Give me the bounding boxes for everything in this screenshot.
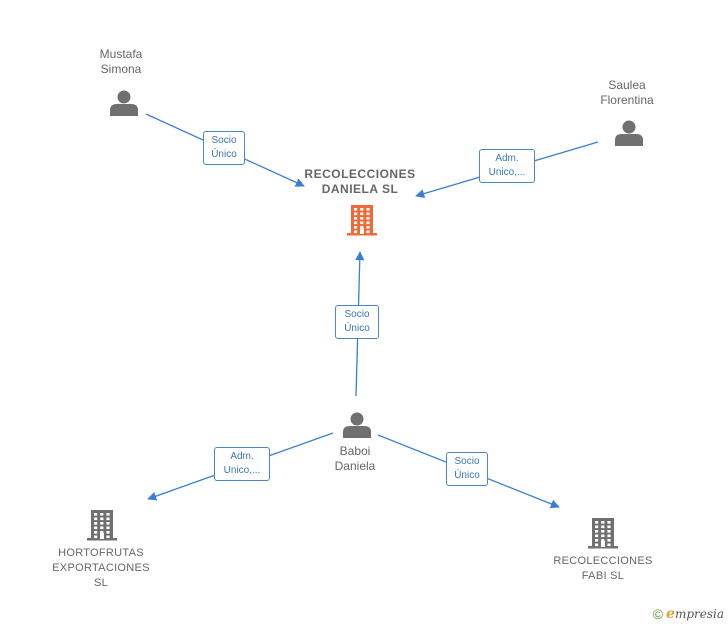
node-label-line: HORTOFRUTAS xyxy=(58,546,144,559)
edge-label-line: Socio xyxy=(211,135,237,146)
node-label-line: EXPORTACIONES xyxy=(52,561,150,574)
hortofrutas-building-icon[interactable] xyxy=(87,510,117,541)
edge-label-line: Único xyxy=(211,149,237,160)
node-label-line: FABI SL xyxy=(581,570,625,582)
edge-label-line: Adm. xyxy=(495,153,519,164)
node-label-line: DANIELA SL xyxy=(321,182,399,196)
node-label-line: SL xyxy=(93,576,109,589)
node-label-line: Daniela xyxy=(334,459,376,473)
node-label-line: Baboi xyxy=(339,444,371,458)
edge-label-line: Unico,... xyxy=(488,167,526,178)
edge-label-baboi-to-hortofrutas[interactable]: Adm. Unico,... xyxy=(214,447,270,481)
baboi-person-icon[interactable] xyxy=(343,412,371,439)
edge-label-line: Socio xyxy=(344,309,370,320)
edge-label-line: Socio xyxy=(454,456,480,467)
node-label-line: RECOLECCIONES xyxy=(304,167,416,181)
edge-label-line: Unico,... xyxy=(223,465,261,476)
saulea-person-icon[interactable] xyxy=(615,120,643,147)
edge-label-saulea-to-main[interactable]: Adm. Unico,... xyxy=(479,149,535,183)
edge-label-line: Adm. xyxy=(230,451,254,462)
node-label-fabi[interactable]: RECOLECCIONES FABI SL xyxy=(543,554,663,584)
node-label-line: Saulea xyxy=(608,78,646,92)
mustafa-person-icon[interactable] xyxy=(110,90,138,117)
edge-label-line: Único xyxy=(344,323,370,334)
edge-label-line: Único xyxy=(454,470,480,481)
copyright-symbol: © xyxy=(652,606,664,622)
node-label-hortofrutas[interactable]: HORTOFRUTAS EXPORTACIONES SL xyxy=(41,546,161,591)
node-label-line: Florentina xyxy=(600,93,654,107)
node-label-line: Mustafa xyxy=(99,47,143,61)
node-label-line: RECOLECCIONES xyxy=(553,555,653,567)
brand-logo: empresia xyxy=(666,606,724,622)
watermark: © empresia xyxy=(653,606,724,622)
fabi-building-icon[interactable] xyxy=(588,518,618,549)
main-building-icon[interactable] xyxy=(347,205,377,236)
node-label-line: Simona xyxy=(100,62,142,76)
